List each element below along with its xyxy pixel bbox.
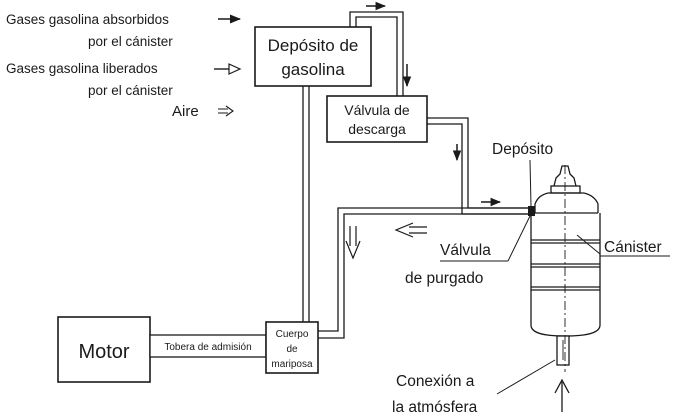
canister-to-throttle-pipe	[318, 207, 535, 332]
purge-valve-label-line1: Válvula	[440, 242, 491, 259]
purge-leader	[507, 215, 531, 262]
legend-released-line2: por el cánister	[88, 83, 173, 98]
reservoir-label: Depósito	[492, 141, 553, 158]
motor-label: Motor	[78, 341, 129, 363]
canister-label: Cánister	[604, 239, 662, 256]
engine-assembly: Motor Tobera de admisión Cuerpo de marip…	[57, 316, 319, 383]
reservoir-leader	[529, 159, 532, 207]
valve-to-canister-pipe	[427, 117, 535, 209]
legend-air: Aire	[172, 103, 199, 120]
air-arrow-icon	[218, 105, 234, 117]
valve-label-line1: Válvula de	[344, 102, 410, 118]
canister	[530, 165, 601, 372]
purge-down-arrow-icon	[345, 226, 361, 260]
atmosphere-label-line2: la atmósfera	[392, 399, 478, 416]
purge-valve-marker	[528, 206, 535, 216]
tank-label-line1: Depósito de	[268, 36, 359, 55]
canister-leader	[576, 234, 601, 255]
throttle-label-line3: mariposa	[271, 359, 313, 370]
legend-released-line1: Gases gasolina liberados	[6, 61, 158, 76]
air-intake-arrow-icon	[554, 378, 570, 412]
legend-absorbed-line1: Gases gasolina absorbidos	[6, 12, 169, 27]
throttle-label-line1: Cuerpo	[276, 329, 309, 340]
canister-labels: Depósito Cánister Válvula de purgado Con…	[392, 141, 670, 416]
legend: Gases gasolina absorbidos por el cániste…	[6, 12, 242, 120]
canister-body	[530, 213, 601, 337]
pipes	[302, 11, 535, 339]
tank-label-line2: gasolina	[281, 60, 345, 79]
valve-label-line2: descarga	[348, 121, 406, 137]
flow-arrows	[345, 1, 570, 412]
throttle-label-line2: de	[286, 344, 298, 355]
legend-absorbed-line2: por el cánister	[88, 34, 173, 49]
tank-to-valve-pipe	[349, 11, 404, 96]
discharge-valve: Válvula de descarga	[326, 95, 428, 143]
released-arrow-icon	[214, 63, 242, 75]
intake-label: Tobera de admisión	[164, 342, 251, 353]
throttle-body-box	[265, 321, 319, 374]
purge-left-arrow-icon	[394, 222, 427, 238]
atmosphere-label-line1: Conexión a	[396, 373, 475, 390]
purge-valve-label-line2: de purgado	[405, 270, 483, 287]
fuel-tank: Depósito de gasolina	[254, 26, 372, 87]
motor-box	[57, 316, 151, 383]
atmosphere-leader	[496, 359, 556, 395]
